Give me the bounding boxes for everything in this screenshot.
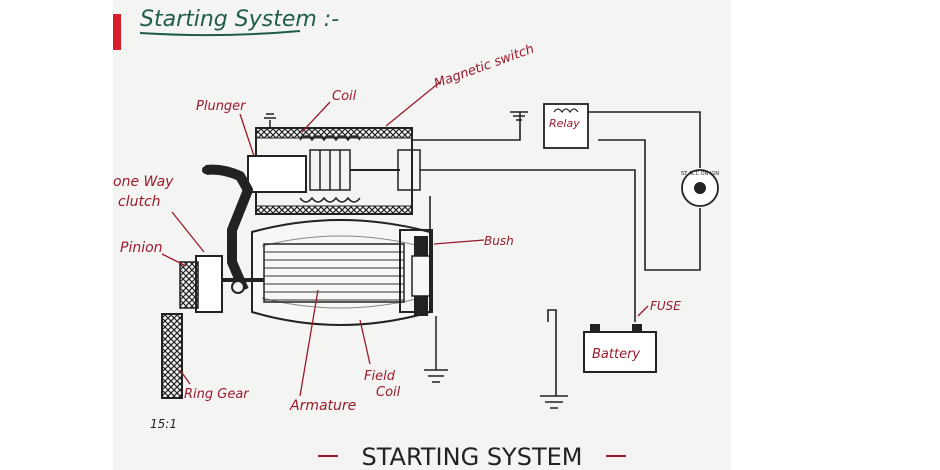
ignition-switch-text: ST ACC ON IGN [681, 171, 719, 177]
switch-contacts [397, 149, 421, 191]
label-armature: Armature [289, 398, 356, 414]
label-plunger: Plunger [196, 99, 247, 114]
heading-underline [139, 30, 301, 37]
footer-title: STARTING SYSTEM [362, 443, 583, 470]
pinion [179, 261, 199, 309]
label-relay: Relay [549, 117, 580, 130]
battery-box [583, 331, 657, 373]
label-ring-gear: Ring Gear [184, 387, 250, 402]
red-margin-mark [113, 14, 121, 50]
relay-coil [553, 108, 579, 114]
label-pinion: Pinion [120, 240, 163, 256]
label-battery: Battery [592, 347, 640, 362]
plunger [247, 155, 307, 193]
label-magnetic-switch: Magnetic switch [432, 42, 536, 92]
ring-gear [161, 313, 183, 399]
wiring [412, 111, 701, 396]
label-coil: Coil [332, 89, 357, 104]
lever-pivot [231, 280, 245, 294]
brush-top [414, 236, 428, 256]
shift-lever [205, 164, 253, 292]
label-one-way-clutch-2: clutch [118, 194, 161, 210]
coil [299, 135, 361, 203]
brush-bottom [414, 296, 428, 316]
battery-terminal-pos [632, 324, 642, 332]
leader-lines [161, 81, 649, 397]
label-field-coil-2: Coil [376, 385, 401, 400]
label-ratio: 15:1 [150, 417, 177, 431]
armature-winding [263, 243, 405, 303]
heading-title: Starting System :- [140, 7, 339, 32]
label-field-coil-1: Field [364, 369, 396, 384]
label-bush: Bush [484, 234, 514, 248]
one-way-clutch [195, 255, 223, 313]
label-fuse: FUSE [650, 299, 681, 313]
relay-box [543, 103, 589, 149]
label-one-way-clutch-1: one Way [113, 174, 174, 190]
battery-terminal-neg [590, 324, 600, 332]
